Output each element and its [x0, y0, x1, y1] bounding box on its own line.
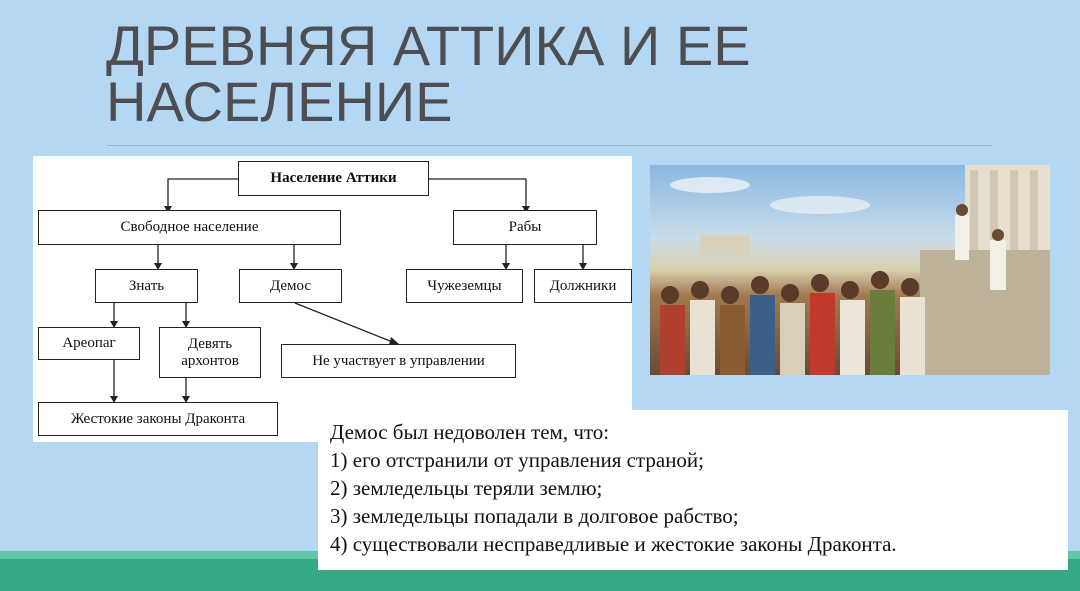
box-nobility: Знать	[95, 269, 198, 303]
box-areopagus: Ареопаг	[38, 327, 140, 360]
diagram-connectors	[110, 178, 587, 403]
box-nine-archons: Девять архонтов	[159, 327, 261, 378]
arrow-demos-nopart	[294, 302, 396, 344]
title-line-1: ДРЕВНЯЯ АТТИКА И ЕЕ	[106, 14, 751, 77]
box-population-attica: Население Аттики	[238, 161, 429, 196]
grievance-item: 2) земледельцы теряли землю;	[330, 476, 603, 500]
grievance-item: 3) земледельцы попадали в долговое рабст…	[330, 504, 739, 528]
grievance-item: 4) существовали несправедливые и жестоки…	[330, 532, 897, 556]
box-draco-laws: Жестокие законы Драконта	[38, 402, 278, 436]
box-slaves: Рабы	[453, 210, 597, 245]
box-no-participation: Не участвует в управлении	[281, 344, 516, 378]
box-demos: Демос	[239, 269, 342, 303]
arrow-root-free	[167, 178, 238, 209]
box-free-population: Свободное население	[38, 210, 341, 245]
population-diagram: Население Аттики Свободное население Раб…	[33, 156, 632, 442]
title-line-2: НАСЕЛЕНИЕ	[106, 70, 453, 133]
ancient-assembly-painting	[650, 165, 1050, 375]
painting-illustration	[660, 165, 1050, 375]
box-foreigners: Чужеземцы	[406, 269, 523, 303]
slide-title: ДРЕВНЯЯ АТТИКА И ЕЕ НАСЕЛЕНИЕ	[106, 18, 751, 130]
grievance-item: 1) его отстранили от управления страной;	[330, 448, 705, 472]
grievances-heading: Демос был недоволен тем, что:	[330, 420, 610, 444]
demos-grievances-box: Демос был недоволен тем, что: 1) его отс…	[318, 410, 1068, 570]
box-debtors: Должники	[534, 269, 632, 303]
arrow-root-slaves	[429, 178, 527, 209]
title-divider	[107, 145, 992, 146]
